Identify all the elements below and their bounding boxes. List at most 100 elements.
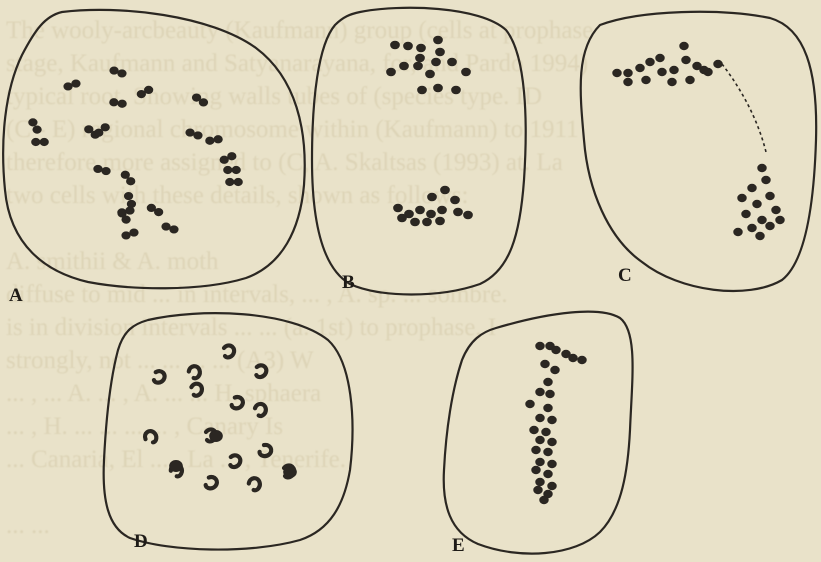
chromosome-curl (255, 365, 267, 379)
chromosome (540, 496, 549, 503)
chromosome (416, 54, 425, 62)
chromosome-pair (122, 216, 130, 223)
chromosome (551, 366, 560, 373)
chromosome (544, 448, 553, 455)
cell-outline-a (3, 10, 305, 288)
chromosome-knob (210, 431, 223, 442)
chromosome-pair (130, 229, 138, 236)
chromosome-pair (147, 204, 155, 211)
chromosome-pair (124, 192, 132, 199)
chromosome-pair (118, 209, 126, 216)
chromosome (536, 436, 545, 443)
chromosome (391, 41, 400, 49)
chromosome (448, 58, 457, 66)
chromosome-pair (206, 137, 214, 144)
chromosome-curl (229, 455, 241, 469)
panel-a: A (3, 10, 305, 306)
chromosome-pair (194, 132, 202, 139)
chromosome-pair (154, 209, 162, 216)
chromosome-pair (144, 86, 152, 93)
chromosome (542, 428, 551, 435)
chromosome-pair (234, 178, 242, 185)
panel-b: B (312, 8, 526, 295)
panel-e: E (444, 312, 633, 556)
chromosome (454, 208, 463, 216)
chromosome (578, 356, 587, 363)
chromosome (548, 482, 557, 489)
chromosome (436, 48, 445, 56)
chromosome (526, 400, 535, 407)
chromosome-pair (33, 126, 41, 133)
chromosome-pair (186, 129, 194, 136)
chromosome-pair (32, 138, 40, 145)
chromosome (658, 68, 667, 75)
chromosome-pair (121, 171, 129, 178)
chromosome (544, 470, 553, 477)
chromosome (748, 224, 757, 231)
chromosome (417, 44, 426, 52)
chromosome (411, 218, 420, 226)
chromosome (748, 184, 757, 191)
chromosome (464, 211, 473, 219)
chromosome-pair (101, 124, 109, 131)
chromosome (434, 84, 443, 92)
chromosome-pair (122, 232, 130, 239)
chromosome (544, 404, 553, 411)
chromosome (404, 42, 413, 50)
chromosome (766, 192, 775, 199)
panel-label-d: D (134, 531, 148, 552)
chromosome (414, 62, 423, 70)
chromosome-pair (64, 83, 72, 90)
chromosome (428, 193, 437, 201)
chromosome-pair (85, 126, 93, 133)
chromosome (536, 458, 545, 465)
chromosomes-e (526, 342, 587, 503)
chromosome-pair (102, 167, 110, 174)
chromosome-pair (127, 178, 135, 185)
chromosome (548, 438, 557, 445)
chromosome (772, 206, 781, 213)
chromosome (758, 216, 767, 223)
chromosome-pair (110, 67, 118, 74)
chromosome-pair (170, 226, 178, 233)
chromosome (656, 54, 665, 61)
chromosome (536, 342, 545, 349)
chromosome (668, 78, 677, 85)
chromosome (532, 466, 541, 473)
chromosome-curl (248, 476, 263, 491)
chromosome-pair (214, 136, 222, 143)
chromosome (766, 222, 775, 229)
chromosome-curl (230, 395, 245, 410)
chromosome (636, 64, 645, 71)
chromosome-pair (224, 166, 232, 173)
panel-c: C (581, 12, 816, 291)
panel-d: D (104, 313, 353, 552)
chromosome (530, 426, 539, 433)
chromosome-curl (188, 364, 203, 379)
chromosome-pair (228, 153, 236, 160)
chromosome (438, 206, 447, 214)
chromosome (536, 478, 545, 485)
chromosome-pair (95, 129, 103, 136)
chromosome (536, 388, 545, 395)
chromosome-curl (153, 370, 167, 385)
chromosome (462, 68, 471, 76)
chromosome (686, 76, 695, 83)
chromosome (452, 86, 461, 94)
chromosome-pair (137, 91, 145, 98)
cell-outline-c (581, 12, 816, 291)
chromosome (756, 232, 765, 239)
chromosome (762, 176, 771, 183)
chromosome-pair (126, 207, 134, 214)
chromosome-pair (192, 94, 200, 101)
chromosome-curl (143, 429, 158, 444)
chromosome-curl (191, 383, 203, 397)
chromosome (569, 354, 578, 361)
chromosome-pair (118, 100, 126, 107)
chromosomes-c (613, 42, 785, 239)
chromosome-pair (29, 119, 37, 126)
panel-label-b: B (342, 272, 355, 293)
panel-label-c: C (618, 265, 632, 286)
chromosome (532, 446, 541, 453)
chromosome-curl (254, 402, 268, 417)
